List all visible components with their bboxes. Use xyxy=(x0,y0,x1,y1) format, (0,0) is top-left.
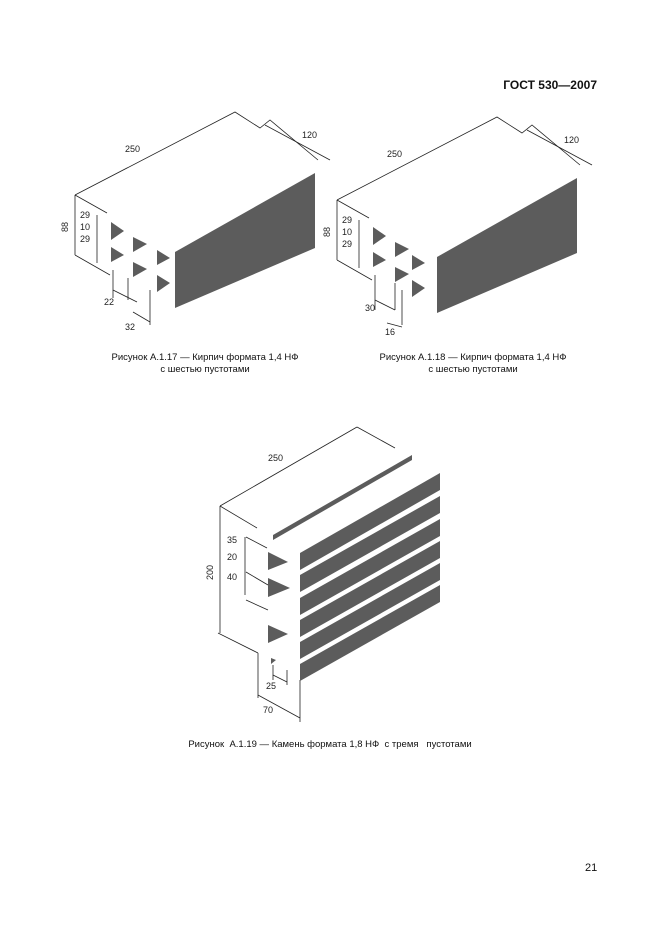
caption-line: с шестью пустотами xyxy=(428,364,518,375)
dim-d3: 29 xyxy=(342,239,352,249)
dim-d2: 10 xyxy=(342,227,352,237)
figure-caption-a-1-18: Рисунок А.1.18 — Кирпич формата 1,4 НФ с… xyxy=(328,352,618,376)
dim-length: 250 xyxy=(387,149,402,159)
caption-line: Рисунок А.1.18 — Кирпич формата 1,4 НФ xyxy=(379,352,567,363)
dim-length: 250 xyxy=(268,453,283,463)
dim-d2: 20 xyxy=(227,552,237,562)
dim-d3: 29 xyxy=(80,234,90,244)
caption-line: Рисунок А.1.17 — Кирпич формата 1,4 НФ xyxy=(111,352,299,363)
figure-caption-a-1-17: Рисунок А.1.17 — Кирпич формата 1,4 НФ с… xyxy=(60,352,350,376)
dim-width: 120 xyxy=(564,135,579,145)
figure-a-1-18-drawing: 250 120 88 29 10 29 30 16 xyxy=(322,116,593,337)
dim-d2: 10 xyxy=(80,222,90,232)
dim-d1: 35 xyxy=(227,535,237,545)
dim-length: 250 xyxy=(125,144,140,154)
dim-w2: 32 xyxy=(125,322,135,332)
dim-w1: 30 xyxy=(365,303,375,313)
dim-w1: 22 xyxy=(104,297,114,307)
dim-height: 88 xyxy=(322,227,332,237)
document-header: ГОСТ 530—2007 xyxy=(503,78,597,92)
dim-height: 200 xyxy=(205,565,215,580)
dim-w1: 25 xyxy=(266,681,276,691)
dim-w2: 70 xyxy=(263,705,273,715)
caption-line: с шестью пустотами xyxy=(160,364,250,375)
figure-caption-a-1-19: Рисунок А.1.19 — Камень формата 1,8 НФ с… xyxy=(188,739,472,750)
figure-a-1-17-drawing: 250 120 88 29 10 29 22 32 xyxy=(60,111,331,332)
dim-w2: 16 xyxy=(385,327,395,337)
dim-d1: 29 xyxy=(80,210,90,220)
figure-a-1-19-drawing: 250 200 35 20 40 25 70 xyxy=(205,426,440,722)
dim-d1: 29 xyxy=(342,215,352,225)
dim-width: 120 xyxy=(302,130,317,140)
dim-height: 88 xyxy=(60,222,70,232)
page-number: 21 xyxy=(585,862,598,874)
dim-d3: 40 xyxy=(227,572,237,582)
